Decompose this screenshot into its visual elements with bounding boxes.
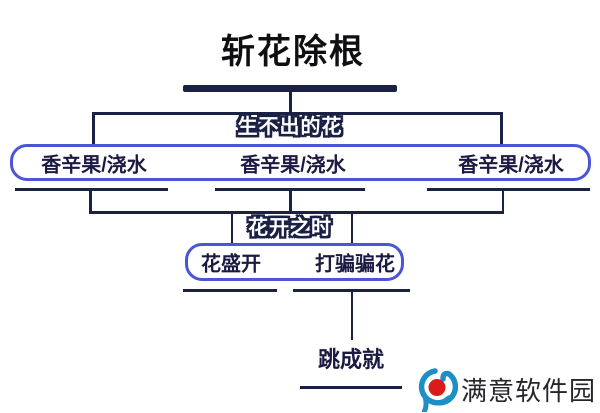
tier3-item: 跳成就	[317, 347, 384, 372]
connector-tier3-drop	[350, 289, 353, 340]
tier2-box: 花盛开 打骗骗花	[185, 243, 404, 281]
connector-tier2-right-drop	[350, 211, 353, 244]
connector-tier2-rail	[89, 211, 504, 214]
connector-t1-drop-3	[501, 188, 504, 213]
watermark-name: 满意软件园	[461, 376, 597, 406]
diagram-title: 斩花除根	[221, 33, 365, 71]
tier3-underline	[300, 386, 402, 389]
connector-root-drop	[289, 91, 292, 115]
connector-tier1-left-stub	[92, 112, 95, 145]
tier1-item-2: 香辛果/浇水	[240, 154, 346, 176]
tier2-item-2: 打骗骗花	[315, 253, 395, 276]
connector-t1-drop-2	[289, 188, 292, 213]
connector-t1-drop-1	[89, 188, 92, 213]
tier1-item-1: 香辛果/浇水	[41, 154, 147, 176]
connector-tier1-rail	[92, 112, 503, 115]
swirl-logo-icon	[418, 368, 458, 412]
tier2-underline-1	[183, 289, 277, 292]
tier2-label: 花开之时	[248, 217, 332, 239]
root-node-bar	[183, 85, 397, 92]
tier2-item-1: 花盛开	[201, 253, 261, 276]
tier1-item-3: 香辛果/浇水	[458, 154, 564, 176]
tier1-box: 香辛果/浇水 香辛果/浇水 香辛果/浇水	[10, 144, 591, 181]
watermark: 满意软件园	[416, 366, 596, 412]
connector-tier1-right-stub	[500, 112, 503, 145]
tier1-label: 生不出的花	[237, 116, 343, 138]
connector-tier2-left-drop	[230, 211, 233, 244]
tier1-underline-1	[15, 188, 168, 191]
tier1-underline-3	[427, 188, 590, 191]
